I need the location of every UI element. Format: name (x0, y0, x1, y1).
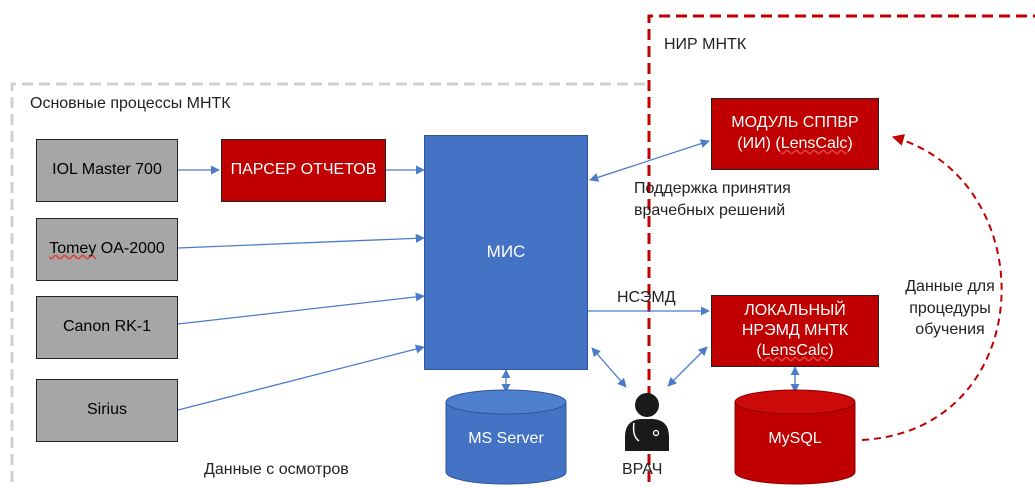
dss-module-line2-suffix: ) (847, 135, 853, 152)
report-parser-box: ПАРСЕР ОТЧЕТОВ (221, 139, 386, 202)
device-iol-master: IOL Master 700 (36, 139, 178, 202)
arrow-tomey-to-mis (177, 233, 425, 249)
device-canon-label: Canon RK-1 (62, 318, 152, 336)
main-processes-zone-title: Основные процессы МНТК (30, 95, 231, 112)
report-parser-label: ПАРСЕР ОТЧЕТОВ (230, 161, 377, 179)
device-sirius-label: Sirius (86, 401, 127, 419)
local-registry-line2: НРЭМД МНТК (741, 322, 849, 339)
research-zone-title: НИР МНТК (664, 36, 747, 53)
local-registry-line3-prefix: ( (756, 342, 762, 359)
doctor-icon (625, 393, 669, 451)
local-registry-box: ЛОКАЛЬНЫЙ НРЭМД МНТК (LensCalc) (711, 295, 879, 367)
exam-data-caption: Данные с осмотров (204, 461, 349, 478)
local-registry-line3: (LensCalc) (756, 341, 833, 361)
device-tomey-label: Tomey OA-2000 (49, 239, 165, 260)
mysql-cylinder (734, 389, 856, 485)
decision-support-caption: Поддержка принятия врачебных решений (634, 178, 791, 221)
dss-module-line2: (ИИ) (LensCalc) (737, 134, 852, 155)
ms-server-cylinder (445, 389, 567, 485)
decision-support-line1: Поддержка принятия (634, 180, 791, 197)
nsemd-label: НСЭМД (617, 289, 676, 306)
training-data-caption: Данные для процедуры обучения (895, 276, 1005, 341)
ms-server-label: MS Server (468, 430, 544, 447)
device-tomey: Tomey OA-2000 (36, 218, 178, 281)
research-zone-border (647, 14, 1035, 482)
training-data-curve (861, 134, 1003, 441)
device-tomey-brand: Tomey (49, 240, 97, 258)
arrow-mis-module (589, 139, 710, 182)
device-tomey-model: OA-2000 (96, 240, 165, 258)
main-processes-zone-border (10, 82, 648, 482)
device-sirius: Sirius (36, 379, 178, 442)
training-line3: обучения (915, 321, 985, 339)
mysql-label: MySQL (768, 430, 822, 447)
local-registry-line3-suffix: ) (828, 342, 834, 359)
dss-module-line2-prefix: (ИИ) ( (737, 135, 781, 152)
arrow-canon-to-mis (177, 292, 425, 325)
device-canon: Canon RK-1 (36, 296, 178, 359)
arrow-doctor-local (667, 346, 708, 387)
dss-module-line1: МОДУЛЬ СППВР (731, 114, 859, 132)
training-line2: процедуры (909, 299, 991, 317)
mis-box: МИС (424, 135, 588, 370)
arrow-sirius-to-mis (177, 344, 425, 411)
arrow-mis-doctor (591, 347, 627, 388)
decision-support-line2: врачебных решений (634, 201, 786, 219)
device-iol-master-label: IOL Master 700 (52, 161, 162, 179)
mis-label: МИС (486, 242, 526, 262)
dss-module-box: МОДУЛЬ СППВР (ИИ) (LensCalc) (711, 98, 879, 170)
local-registry-line3-word: LensCalc (761, 342, 829, 359)
training-line1: Данные для (905, 278, 995, 295)
dss-module-line2-word: LensCalc (780, 135, 848, 152)
local-registry-line1: ЛОКАЛЬНЫЙ (744, 302, 846, 319)
doctor-label: ВРАЧ (622, 461, 663, 478)
